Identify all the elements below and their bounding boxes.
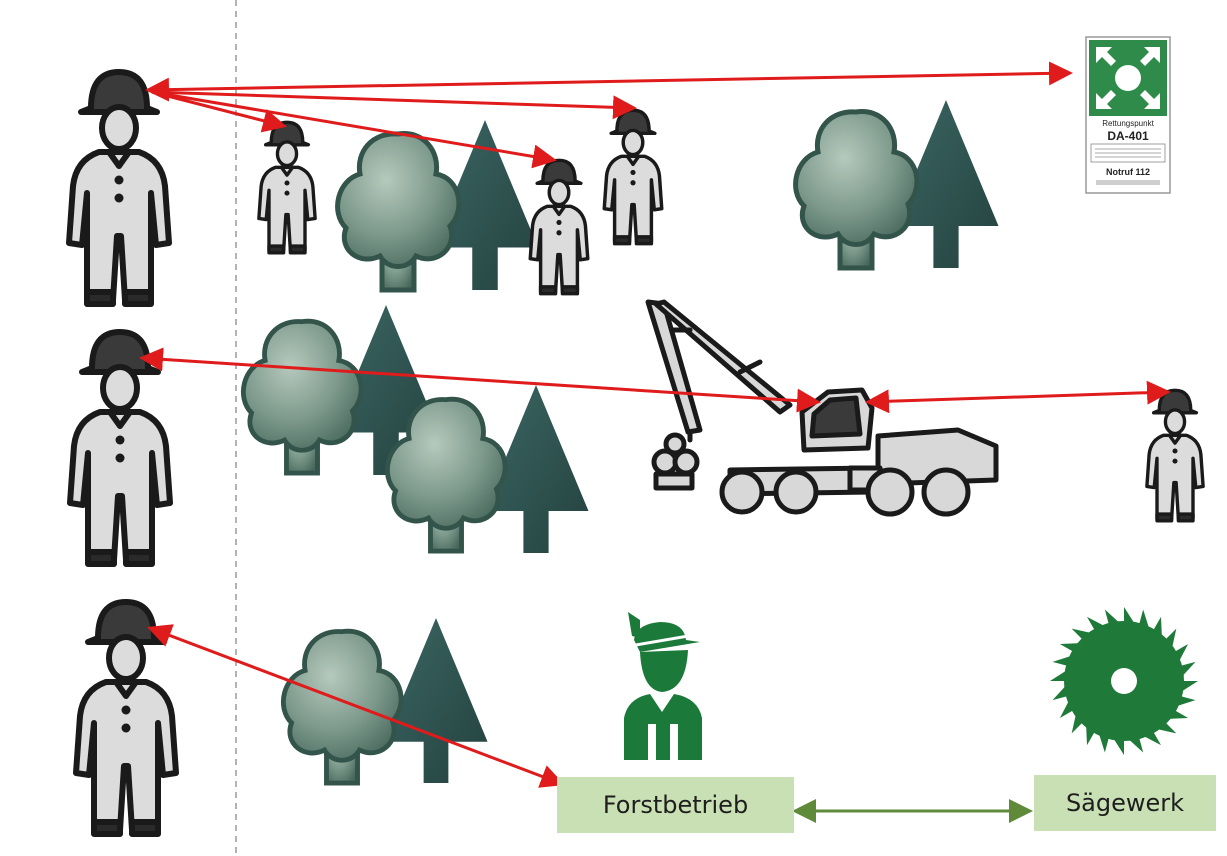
saw-tooth: [1124, 681, 1144, 753]
saw-tooth: [1059, 681, 1124, 718]
saw-tooth: [1111, 681, 1124, 755]
saw-tooth: [1124, 609, 1151, 681]
saw-tooth: [1124, 661, 1196, 681]
arrow-worker-to-small-worker-3: [151, 90, 637, 120]
saw-tooth: [1071, 681, 1124, 734]
sawmill-label: Sägewerk: [1065, 789, 1185, 817]
saw-tooth: [1124, 681, 1161, 746]
saw-tooth: [1124, 681, 1198, 694]
sign-code: DA-401: [1107, 129, 1149, 143]
arrow-worker-to-small-worker-1: [151, 90, 287, 133]
saw-tooth: [1071, 628, 1124, 681]
saw-tooth: [1085, 681, 1124, 746]
arrow-harvester-to-worker: [865, 380, 1171, 414]
assembly-point-icon: [1115, 65, 1141, 91]
saw-tooth: [1124, 644, 1189, 681]
saw-tooth: [1087, 616, 1124, 681]
arrow-worker-to-rescue-point: [145, 61, 1073, 102]
forester-icon: [624, 612, 702, 760]
forestry-box: Forstbetrieb: [557, 777, 794, 833]
saw-tooth: [1124, 681, 1189, 720]
saw-tooth: [1104, 609, 1124, 681]
arrow-worker-to-small-worker-2: [151, 90, 557, 169]
sawmill-box: Sägewerk: [1034, 775, 1216, 831]
saw-tooth: [1097, 681, 1124, 753]
saw-tooth: [1124, 628, 1177, 681]
rescue-point-sign: Rettungspunkt DA-401 Notruf 112: [1085, 36, 1171, 194]
saw-tooth: [1124, 607, 1137, 681]
saw-tooth: [1124, 681, 1177, 734]
saw-tooth: [1124, 681, 1196, 708]
arrow-worker-to-forestry: [147, 624, 565, 788]
saw-tooth: [1052, 681, 1124, 701]
sign-title: Rettungspunkt: [1102, 119, 1154, 128]
forestry-label: Forstbetrieb: [602, 791, 749, 819]
sign-emergency: Notruf 112: [1106, 167, 1150, 177]
arrow-worker-to-harvester: [139, 347, 821, 413]
saw-tooth: [1050, 668, 1124, 681]
saw-blade-icon: [1050, 607, 1198, 755]
saw-tooth: [1124, 616, 1163, 681]
saw-tooth: [1059, 642, 1124, 681]
relation-arrows: [139, 61, 1171, 788]
saw-tooth: [1052, 654, 1124, 681]
